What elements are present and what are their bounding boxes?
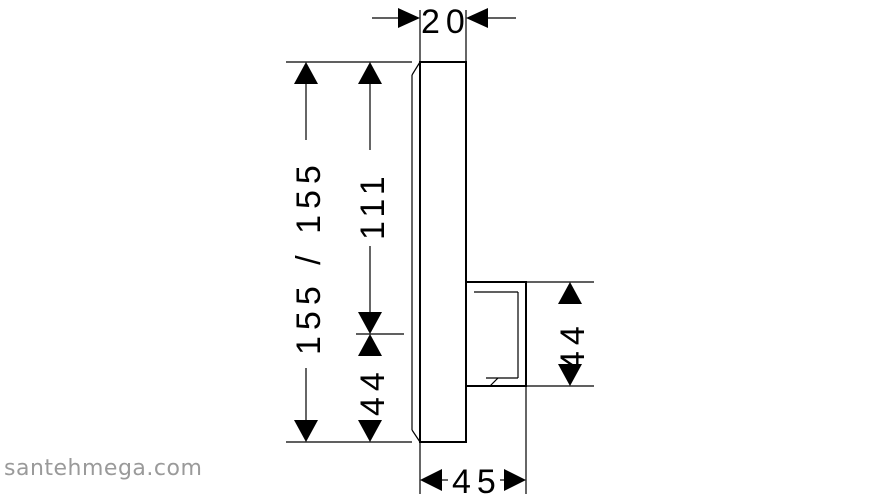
dimension-bottom-width-label: 45 — [452, 463, 502, 500]
dimension-upper-height-label: 111 — [354, 170, 392, 240]
body-outline — [411, 61, 527, 443]
extension-lines — [286, 61, 594, 443]
dimension-top-width-label: 20 — [421, 3, 471, 41]
dimension-right-height: 44 — [554, 282, 592, 386]
dimension-top-20: 20 — [372, 3, 516, 62]
dimension-right-height-label: 44 — [554, 320, 592, 370]
dimension-bottom-45: 45 — [419, 386, 527, 500]
dimension-lower-left-height: 44 — [354, 334, 392, 442]
watermark-text: santehmega.com — [4, 456, 203, 481]
dimension-total-height: 155 / 155 — [290, 62, 328, 442]
dimension-total-height-label: 155 / 155 — [290, 159, 328, 355]
dimension-lower-left-height-label: 44 — [354, 366, 392, 416]
dimension-upper-height: 111 — [354, 62, 392, 334]
